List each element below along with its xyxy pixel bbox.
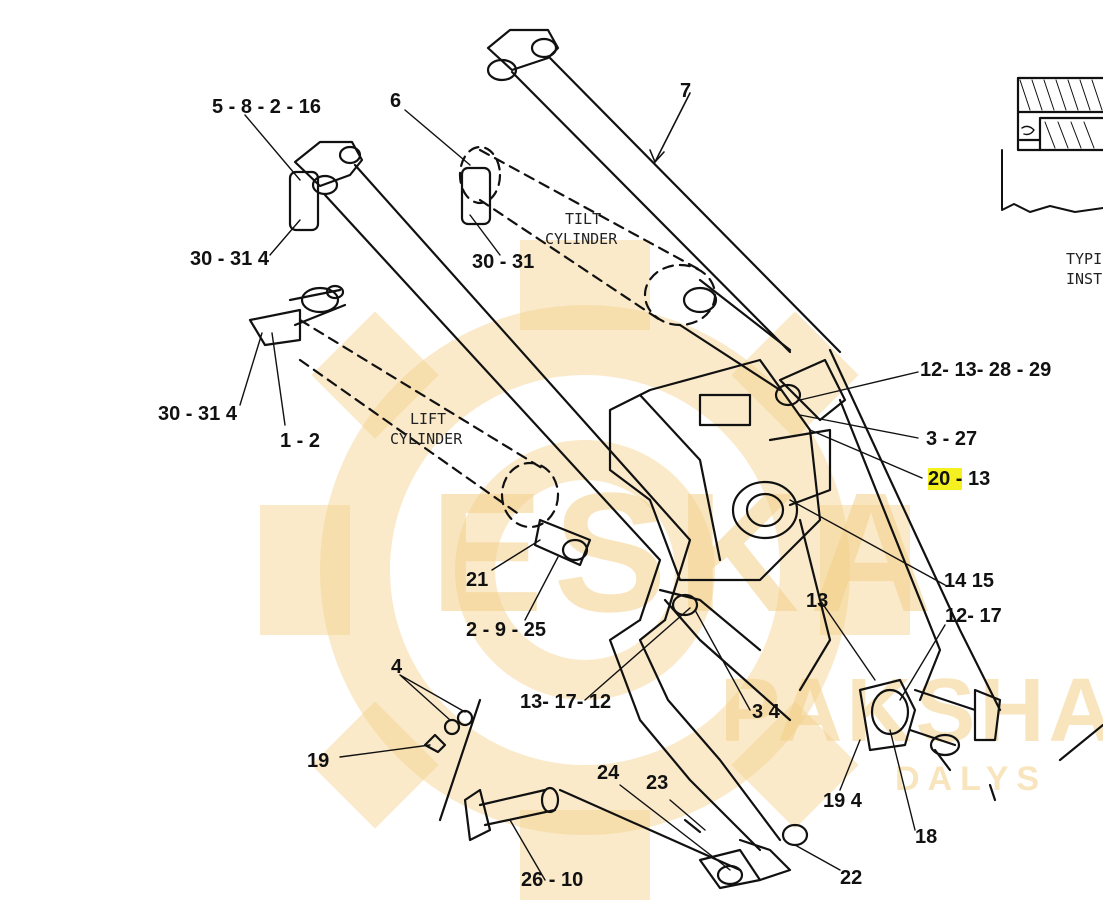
callout-3-27: 3 - 27: [926, 428, 978, 450]
callout-13-right: 13: [806, 590, 829, 612]
inset-detail: [1001, 76, 1103, 213]
callout-12-13-28-29: 12- 13- 28 - 29: [920, 359, 1052, 381]
lift-cylinder-label-line1: LIFT: [410, 410, 447, 428]
callout-20-suffix: 13: [962, 468, 991, 490]
bellcrank-upper: [486, 28, 842, 354]
callout-20-13: 20 - 13: [928, 468, 990, 490]
tilt-cylinder-label-line1: TILT: [565, 210, 602, 228]
loader-frame-tower: [608, 348, 1002, 722]
boom-arm-left: [288, 140, 782, 852]
tilt-cylinder-label-line2: CYLINDER: [545, 230, 618, 248]
callout-12-17: 12- 17: [945, 605, 1002, 627]
callout-4: 4: [391, 656, 403, 678]
callout-30-31-4-upper: 30 - 31 4: [190, 248, 269, 270]
callout-30-31-4-lower: 30 - 31 4: [158, 403, 237, 425]
lift-cylinder-label-line2: CYLINDER: [390, 430, 463, 448]
inset-text-line1: TYPI: [1066, 250, 1103, 268]
callout-19-4: 19 4: [823, 790, 862, 812]
callout-14-15: 14 15: [944, 570, 995, 592]
callout-19: 19: [307, 750, 330, 772]
callout-18: 18: [915, 826, 938, 848]
lower-linkage: [858, 678, 1103, 802]
lift-cylinder: [298, 318, 560, 529]
bottom-parts: [423, 698, 809, 890]
tilt-cylinder-rod: [460, 166, 792, 392]
callout-6: 6: [390, 90, 402, 112]
watermark-tiny-text: DALYS: [895, 760, 1048, 798]
callout-22: 22: [840, 867, 863, 889]
callout-3-4: 3 4: [752, 701, 780, 723]
inset-text-line2: INST: [1066, 270, 1103, 288]
callout-1-2: 1 - 2: [280, 430, 321, 452]
callout-2-9-25: 2 - 9 - 25: [466, 619, 547, 641]
callout-5-8-2-16: 5 - 8 - 2 - 16: [212, 96, 321, 118]
callout-23: 23: [646, 772, 669, 794]
callout-24: 24: [597, 762, 620, 784]
callout-13-17-12: 13- 17- 12: [520, 691, 612, 713]
watermark-small-text: PAKSHA: [720, 661, 1103, 761]
leader-lines: [239, 109, 946, 881]
callout-26-10: 26 - 10: [521, 869, 584, 891]
callout-20-highlight: 20 -: [928, 468, 963, 490]
callout-21: 21: [466, 569, 489, 591]
callout-7: 7: [680, 80, 692, 102]
callout-30-31: 30 - 31: [472, 251, 535, 273]
lift-cylinder-rod: [248, 284, 592, 567]
